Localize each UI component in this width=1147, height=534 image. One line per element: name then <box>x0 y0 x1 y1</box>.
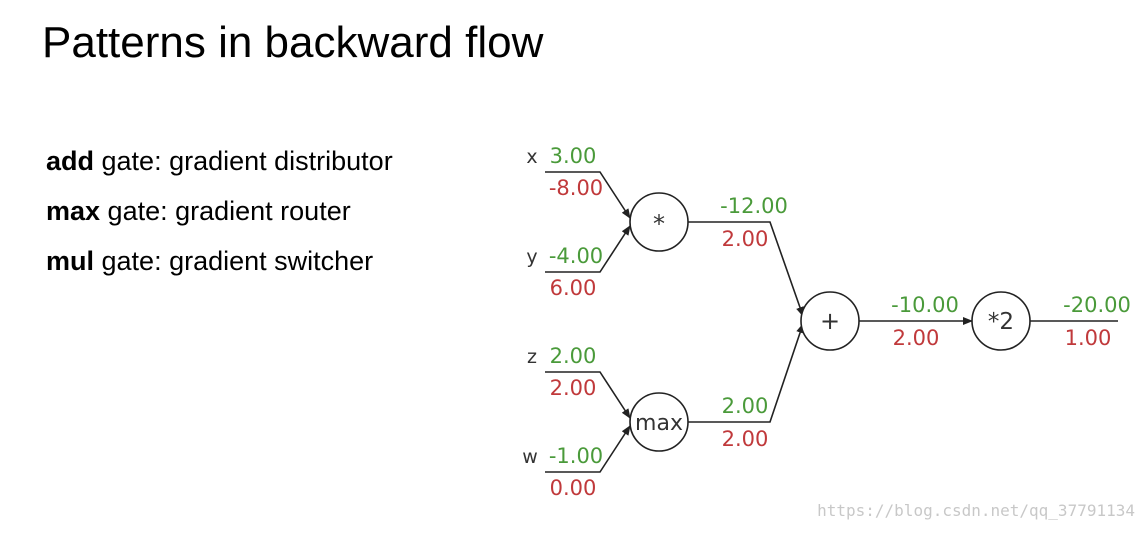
watermark: https://blog.csdn.net/qq_37791134 <box>817 501 1135 520</box>
bullet-list: add gate: gradient distributor max gate:… <box>46 142 393 292</box>
edge-y-to-mul <box>545 225 631 273</box>
edge-max-to-add <box>688 323 804 423</box>
mul-out-value: -12.00 <box>720 194 788 218</box>
input-z-grad: 2.00 <box>550 376 597 400</box>
input-w-value: -1.00 <box>549 444 603 468</box>
mul-gate-node <box>629 192 689 252</box>
bullet-add-keyword: add <box>46 146 95 176</box>
bullet-mul-keyword: mul <box>46 246 95 276</box>
add-gate-node <box>800 291 860 351</box>
edge-z-to-max <box>545 371 631 419</box>
bullet-add-text: gate: gradient distributor <box>94 146 393 176</box>
input-y-name: y <box>526 246 537 268</box>
bullet-max-keyword: max <box>46 196 101 226</box>
max-out-grad: 2.00 <box>722 427 769 451</box>
input-w-name: w <box>522 446 538 468</box>
input-x-value: 3.00 <box>550 144 597 168</box>
max-out-value: 2.00 <box>722 394 769 418</box>
edge-mul-to-add <box>688 221 804 317</box>
add-gate-label: + <box>820 307 840 335</box>
max-gate-node <box>629 392 689 452</box>
max-gate-label: max <box>635 411 683 436</box>
input-w-grad: 0.00 <box>550 476 597 500</box>
bullet-mul-text: gate: gradient switcher <box>94 246 374 276</box>
times2-gate-node <box>971 291 1031 351</box>
bullet-mul-gate: mul gate: gradient switcher <box>46 242 393 292</box>
input-z-name: z <box>527 346 537 368</box>
input-x-name: x <box>526 146 537 168</box>
add-out-grad: 2.00 <box>893 326 940 350</box>
times2-gate-label: *2 <box>988 309 1014 335</box>
bullet-max-gate: max gate: gradient router <box>46 192 393 242</box>
add-out-value: -10.00 <box>891 293 959 317</box>
input-z-value: 2.00 <box>550 344 597 368</box>
bullet-add-gate: add gate: gradient distributor <box>46 142 393 192</box>
edge-w-to-max <box>545 425 631 473</box>
slide-title: Patterns in backward flow <box>42 18 544 67</box>
bullet-max-text: gate: gradient router <box>100 196 351 226</box>
input-y-value: -4.00 <box>549 244 603 268</box>
final-out-grad: 1.00 <box>1065 326 1112 350</box>
final-out-value: -20.00 <box>1063 293 1131 317</box>
input-x-grad: -8.00 <box>549 176 603 200</box>
edge-x-to-mul <box>545 171 631 219</box>
input-y-grad: 6.00 <box>550 276 597 300</box>
mul-gate-label: * <box>653 210 665 238</box>
mul-out-grad: 2.00 <box>722 227 769 251</box>
